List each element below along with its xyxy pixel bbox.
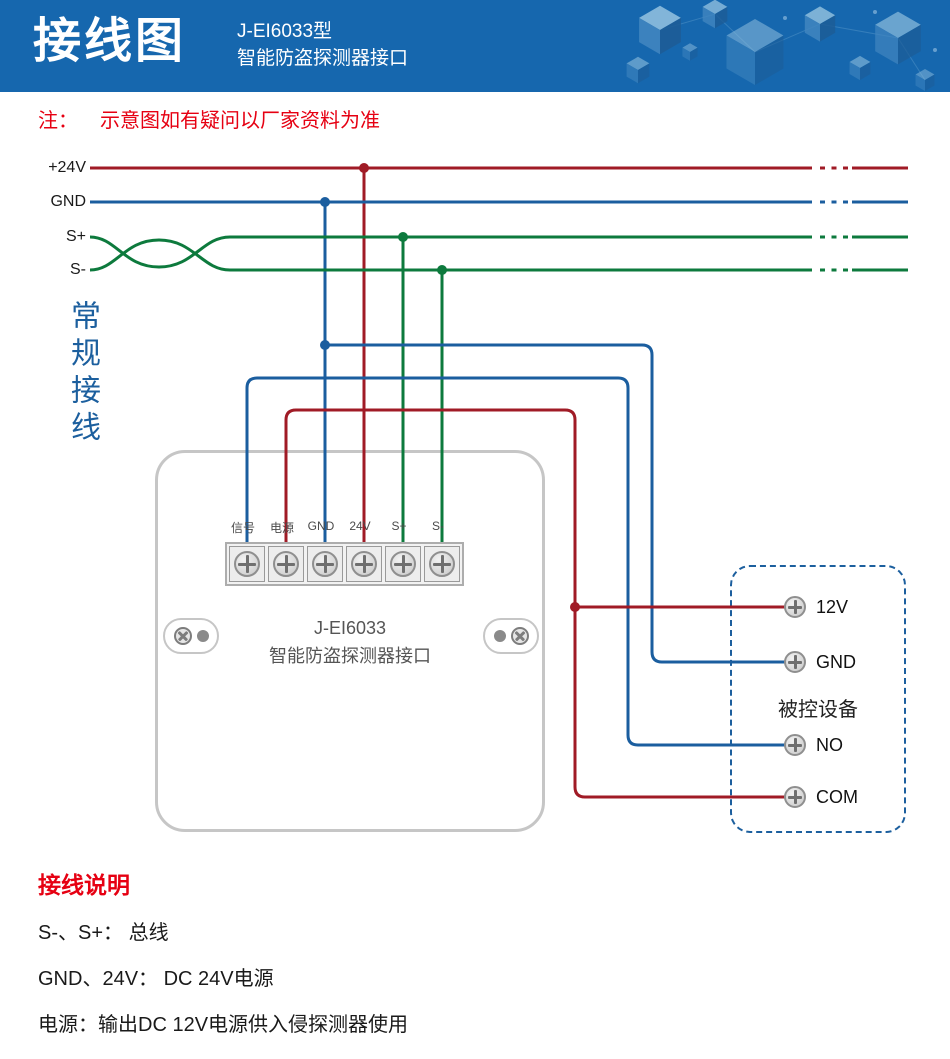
terminal-labels-row: 信号 电源 GND 24V S+ S- <box>225 519 456 536</box>
hole-dot-icon <box>493 630 506 642</box>
device-model-label: J-EI6033型 <box>237 21 333 42</box>
wiring-mode-label: 常规接线 <box>66 300 99 448</box>
terminal-s-minus <box>424 546 460 582</box>
screw-icon <box>784 734 806 756</box>
terminal-no-label: NO <box>816 735 843 755</box>
note-prefix: 注： <box>38 110 78 132</box>
hole-dot-icon <box>196 630 209 642</box>
screw-icon <box>234 551 260 577</box>
bus-label-s-plus: S+ <box>65 228 86 245</box>
terminal-label-power: 电源 <box>269 521 294 535</box>
terminal-label-24v: 24V <box>349 519 371 533</box>
terminal-strip <box>225 542 464 586</box>
page-title: 接线图 <box>33 15 187 68</box>
x-screw-icon <box>510 627 529 645</box>
header-banner: 接线图 J-EI6033型 智能防盗探测器接口 <box>0 0 950 92</box>
screw-icon <box>273 551 299 577</box>
legend-line-bus: S-、S+： 总线 <box>38 922 169 944</box>
screw-icon <box>784 596 806 618</box>
terminal-s-plus <box>385 546 421 582</box>
controlled-device-box: 12V GND 被控设备 NO COM <box>730 565 906 833</box>
terminal-no <box>784 734 806 756</box>
terminal-power <box>268 546 304 582</box>
terminal-label-s-minus: S- <box>432 519 444 533</box>
screw-icon <box>429 551 455 577</box>
legend-line-power-in: GND、24V： DC 24V电源 <box>38 968 274 990</box>
terminal-label-s-plus: S+ <box>391 519 407 533</box>
terminal-label-signal: 信号 <box>230 521 255 535</box>
note-text: 示意图如有疑问以厂家资料为准 <box>100 110 380 132</box>
header-decoration-cubes <box>626 0 937 91</box>
mounting-hole-right <box>483 618 539 654</box>
note-line: 注： 示意图如有疑问以厂家资料为准 <box>38 104 380 133</box>
screw-icon <box>784 651 806 673</box>
page-subtitle: J-EI6033型 智能防盗探测器接口 <box>237 19 408 72</box>
x-screw-icon <box>173 627 192 645</box>
legend-line-signal: 信号：接收入侵探测器的报警信号 <box>38 1054 408 1059</box>
terminal-24v <box>346 546 382 582</box>
bus-label-gnd: GND <box>50 193 86 210</box>
terminal-label-gnd: GND <box>307 519 335 533</box>
terminal-gnd-out-label: GND <box>816 652 856 672</box>
terminal-gnd-out <box>784 651 806 673</box>
screw-icon <box>784 786 806 808</box>
terminal-com <box>784 786 806 808</box>
screw-icon <box>351 551 377 577</box>
bus-label-s-minus: S- <box>70 261 86 278</box>
controlled-device-title: 被控设备 <box>778 699 858 721</box>
screw-icon <box>312 551 338 577</box>
screw-icon <box>390 551 416 577</box>
mounting-hole-left <box>163 618 219 654</box>
terminal-12v <box>784 596 806 618</box>
terminal-signal <box>229 546 265 582</box>
terminal-12v-label: 12V <box>816 597 849 617</box>
detector-device-box: 信号 电源 GND 24V S+ S- J-EI6033 智能防盗探测器接口 <box>155 450 545 832</box>
bus-label-24v: +24V <box>48 159 86 176</box>
legend-title: 接线说明 <box>38 872 130 898</box>
legend-line-power-out: 电源：输出DC 12V电源供入侵探测器使用 <box>38 1014 409 1036</box>
terminal-com-label: COM <box>816 787 858 807</box>
terminal-gnd <box>307 546 343 582</box>
wiring-legend: 接线说明 S-、S+： 总线 GND、24V： DC 24V电源 电源：输出DC… <box>38 866 408 1059</box>
device-type-label: 智能防盗探测器接口 <box>237 47 409 69</box>
